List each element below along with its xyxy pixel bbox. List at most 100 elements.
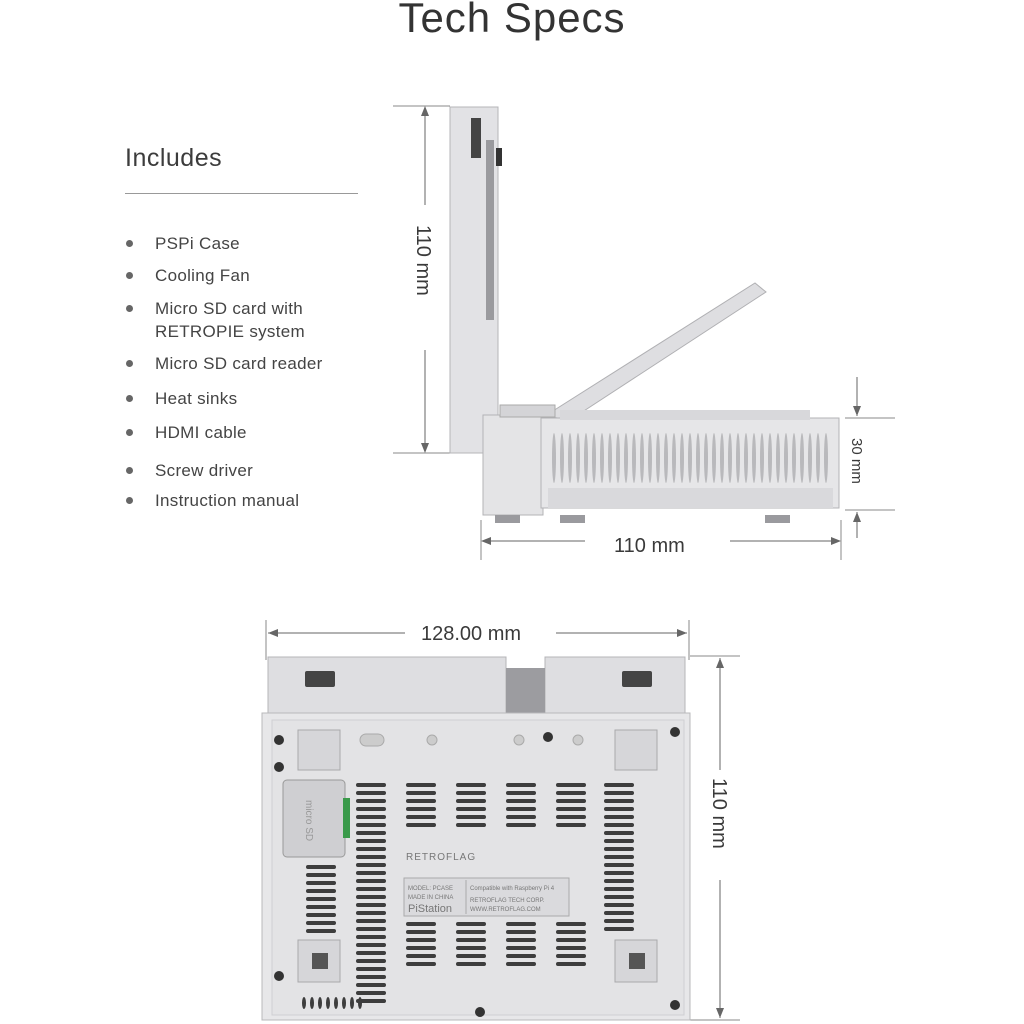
vent-slot: [356, 983, 386, 987]
vent-slot: [356, 975, 386, 979]
vent-slot: [664, 433, 668, 483]
vent-slot: [356, 911, 386, 915]
vent-slot: [816, 433, 820, 483]
vent-slot: [556, 791, 586, 795]
vent-slot: [306, 929, 336, 933]
side-base-height-label: 30 mm: [848, 438, 865, 484]
sd-cover-text: micro SD: [303, 800, 314, 841]
vent-slot: [302, 997, 306, 1009]
vent-slot: [456, 922, 486, 926]
vent-slot: [456, 783, 486, 787]
vent-slot: [506, 954, 536, 958]
vent-slot: [406, 962, 436, 966]
vent-slot: [604, 807, 634, 811]
vent-slot: [406, 946, 436, 950]
vent-slot: [456, 946, 486, 950]
vent-slot: [604, 871, 634, 875]
list-item: Micro SD card with RETROPIE system: [126, 297, 360, 343]
vent-slot: [356, 967, 386, 971]
vent-slot: [604, 879, 634, 883]
vent-slot: [356, 871, 386, 875]
vent-slot: [306, 865, 336, 869]
vent-slot: [506, 946, 536, 950]
vent-slot: [318, 997, 322, 1009]
vent-slot: [556, 799, 586, 803]
vent-slot: [556, 938, 586, 942]
vent-slot: [608, 433, 612, 483]
vent-slot: [506, 930, 536, 934]
bullet-icon: [126, 305, 133, 312]
vent-slot: [604, 823, 634, 827]
vent-slot: [556, 930, 586, 934]
vent-slot: [604, 791, 634, 795]
vent-slot: [356, 815, 386, 819]
vent-slot: [350, 997, 354, 1009]
vent-slot: [506, 922, 536, 926]
list-item: Cooling Fan: [126, 264, 250, 287]
vent-slot: [356, 919, 386, 923]
vent-slot: [744, 433, 748, 483]
vent-slot: [310, 997, 314, 1009]
vent-slot: [356, 807, 386, 811]
vent-slot: [776, 433, 780, 483]
vent-slot: [712, 433, 716, 483]
vent-slot: [356, 799, 386, 803]
vent-slot: [680, 433, 684, 483]
vent-slot: [356, 855, 386, 859]
vent-slot: [584, 433, 588, 483]
vent-slot: [672, 433, 676, 483]
list-item: Heat sinks: [126, 387, 237, 410]
bottom-width-label: 128.00 mm: [421, 623, 521, 645]
vent-slot: [556, 954, 586, 958]
vent-slot: [356, 927, 386, 931]
vent-slot: [604, 919, 634, 923]
vent-slot: [604, 839, 634, 843]
side-height-label: 110 mm: [412, 225, 434, 296]
vent-slot: [306, 873, 336, 877]
vent-slot: [356, 847, 386, 851]
vent-slot: [334, 997, 338, 1009]
vent-slot: [506, 823, 536, 827]
vent-slot: [406, 799, 436, 803]
list-item: HDMI cable: [126, 421, 247, 444]
vent-slot: [632, 433, 636, 483]
bottom-depth-label: 110 mm: [708, 778, 730, 849]
vent-slot: [406, 791, 436, 795]
vent-slot: [506, 815, 536, 819]
vent-slot: [356, 783, 386, 787]
bottom-view: 128.00 mm 110 mm micro SD: [261, 620, 740, 1021]
vent-slot: [556, 807, 586, 811]
vent-slot: [604, 783, 634, 787]
vent-slot: [556, 783, 586, 787]
vent-slot: [406, 815, 436, 819]
vent-slot: [792, 433, 796, 483]
vent-slot: [604, 911, 634, 915]
label-model: MODEL: PCASE: [408, 886, 453, 892]
vent-slot: [808, 433, 812, 483]
vent-slot: [406, 807, 436, 811]
vent-slot: [306, 897, 336, 901]
vent-slot: [556, 962, 586, 966]
vent-slot: [604, 927, 634, 931]
vent-slot: [306, 881, 336, 885]
divider: [125, 193, 358, 194]
vent-slot: [406, 938, 436, 942]
vent-slot: [604, 887, 634, 891]
vent-slot: [342, 997, 346, 1009]
vent-slot: [604, 903, 634, 907]
vent-slot: [736, 433, 740, 483]
vent-slot: [356, 839, 386, 843]
vent-slot: [456, 823, 486, 827]
vent-slot: [406, 783, 436, 787]
vent-slot: [752, 433, 756, 483]
vent-slot: [560, 433, 564, 483]
list-item: PSPi Case: [126, 232, 240, 255]
vent-slot: [556, 946, 586, 950]
vent-slot: [506, 799, 536, 803]
vent-slot: [760, 433, 764, 483]
page-title: Tech Specs: [398, 0, 626, 41]
vent-slot: [568, 433, 572, 483]
bullet-icon: [126, 360, 133, 367]
vent-slot: [456, 962, 486, 966]
